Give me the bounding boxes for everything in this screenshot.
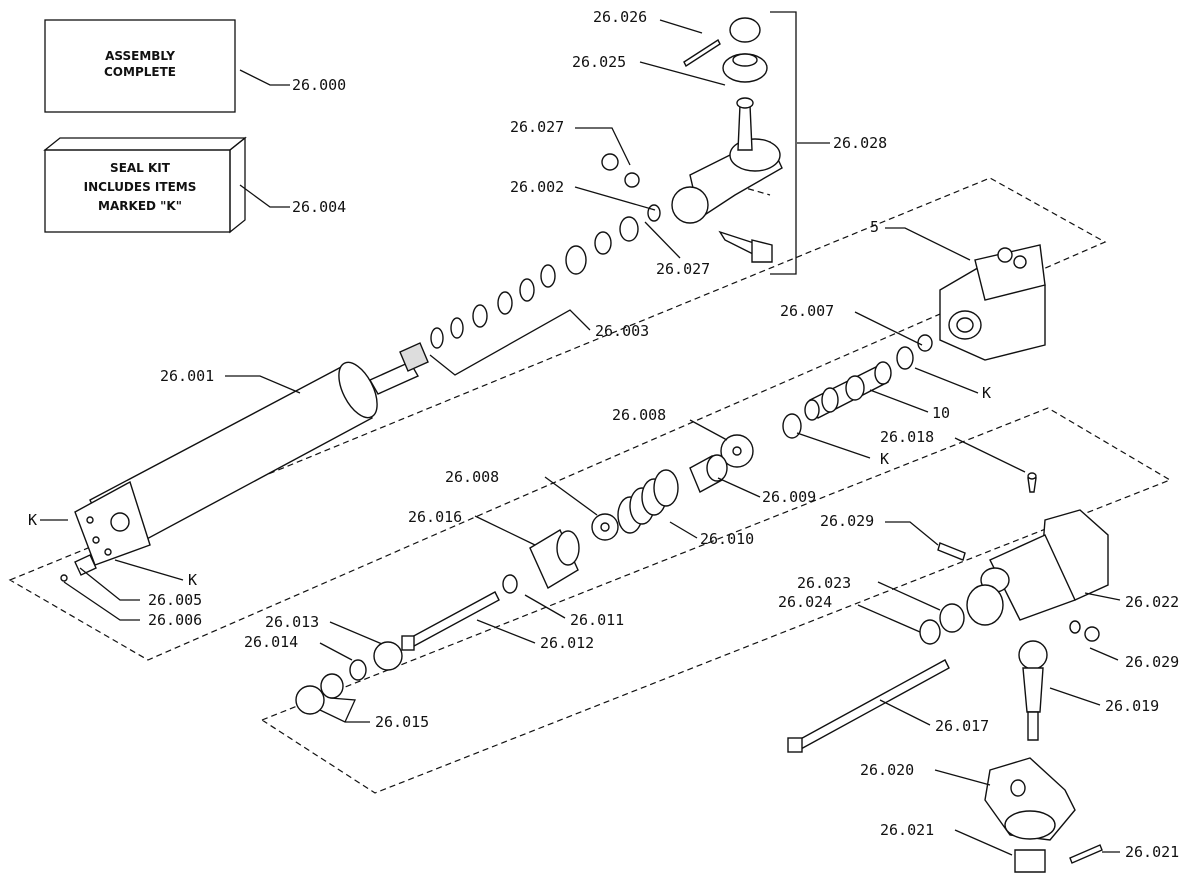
leader-lines bbox=[40, 19, 1121, 856]
label-k-1: K bbox=[982, 384, 991, 402]
assembly-complete-box: ASSEMBLY COMPLETE bbox=[44, 19, 236, 113]
fitting-26-005 bbox=[60, 554, 97, 582]
label-26-026: 26.026 bbox=[593, 8, 647, 26]
label-26-010: 26.010 bbox=[700, 530, 754, 548]
label-k-4: K bbox=[188, 571, 197, 589]
part-labels: 26.000 26.004 26.026 26.025 26.027 26.02… bbox=[28, 8, 1179, 861]
label-26-027-bottom: 26.027 bbox=[656, 260, 710, 278]
ball-stud-26-019 bbox=[1018, 640, 1048, 741]
label-26-025: 26.025 bbox=[572, 53, 626, 71]
label-26-022: 26.022 bbox=[1125, 593, 1179, 611]
seal-kit-line-2: INCLUDES ITEMS bbox=[84, 180, 197, 194]
spool-10 bbox=[782, 334, 933, 439]
label-26-021-left: 26.021 bbox=[880, 821, 934, 839]
label-26-001: 26.001 bbox=[160, 367, 214, 385]
label-26-005: 26.005 bbox=[148, 591, 202, 609]
label-26-020: 26.020 bbox=[860, 761, 914, 779]
label-26-000: 26.000 bbox=[292, 76, 346, 94]
valve-body-26-022 bbox=[919, 472, 1109, 645]
label-k-3: K bbox=[28, 511, 37, 529]
label-26-023: 26.023 bbox=[797, 574, 851, 592]
seal-kit-box: SEAL KIT INCLUDES ITEMS MARKED "K" bbox=[43, 136, 247, 234]
label-26-012: 26.012 bbox=[540, 634, 594, 652]
label-26-009: 26.009 bbox=[762, 488, 816, 506]
label-26-011: 26.011 bbox=[570, 611, 624, 629]
seal-kit-line-3: MARKED "K" bbox=[98, 199, 182, 213]
label-26-008-bottom: 26.008 bbox=[445, 468, 499, 486]
label-5: 5 bbox=[870, 218, 879, 236]
label-26-029-bottom: 26.029 bbox=[1125, 653, 1179, 671]
label-10: 10 bbox=[932, 404, 950, 422]
label-26-021-right: 26.021 bbox=[1125, 843, 1179, 861]
assembly-line-1: ASSEMBLY bbox=[105, 49, 175, 63]
label-26-008-top: 26.008 bbox=[612, 406, 666, 424]
tie-rod-end bbox=[601, 17, 783, 263]
label-26-028: 26.028 bbox=[833, 134, 887, 152]
label-26-019: 26.019 bbox=[1105, 697, 1159, 715]
hydraulic-cylinder bbox=[74, 342, 429, 566]
label-k-2: K bbox=[880, 450, 889, 468]
bracket-26-020 bbox=[984, 757, 1103, 873]
label-26-002: 26.002 bbox=[510, 178, 564, 196]
seal-rings-26-003 bbox=[430, 204, 661, 349]
label-26-003: 26.003 bbox=[595, 322, 649, 340]
label-26-014: 26.014 bbox=[244, 633, 298, 651]
label-26-027-top: 26.027 bbox=[510, 118, 564, 136]
label-26-029-top: 26.029 bbox=[820, 512, 874, 530]
label-26-017: 26.017 bbox=[935, 717, 989, 735]
label-26-015: 26.015 bbox=[375, 713, 429, 731]
spring-assembly bbox=[502, 434, 754, 594]
label-26-018: 26.018 bbox=[880, 428, 934, 446]
label-26-016: 26.016 bbox=[408, 508, 462, 526]
seal-kit-line-1: SEAL KIT bbox=[110, 161, 171, 175]
long-bolt-26-017 bbox=[787, 659, 950, 753]
bolt-26-012 bbox=[401, 591, 500, 651]
valve-housing bbox=[939, 244, 1046, 361]
label-26-013: 26.013 bbox=[265, 613, 319, 631]
bracket-26-028 bbox=[770, 11, 797, 275]
dashed-region-cylinder bbox=[8, 177, 1107, 661]
label-26-024: 26.024 bbox=[778, 593, 832, 611]
label-26-006: 26.006 bbox=[148, 611, 202, 629]
piston-parts bbox=[295, 641, 403, 715]
label-26-007: 26.007 bbox=[780, 302, 834, 320]
dashed-region-valve bbox=[260, 407, 1172, 794]
label-26-004: 26.004 bbox=[292, 198, 346, 216]
assembly-line-2: COMPLETE bbox=[104, 65, 176, 79]
